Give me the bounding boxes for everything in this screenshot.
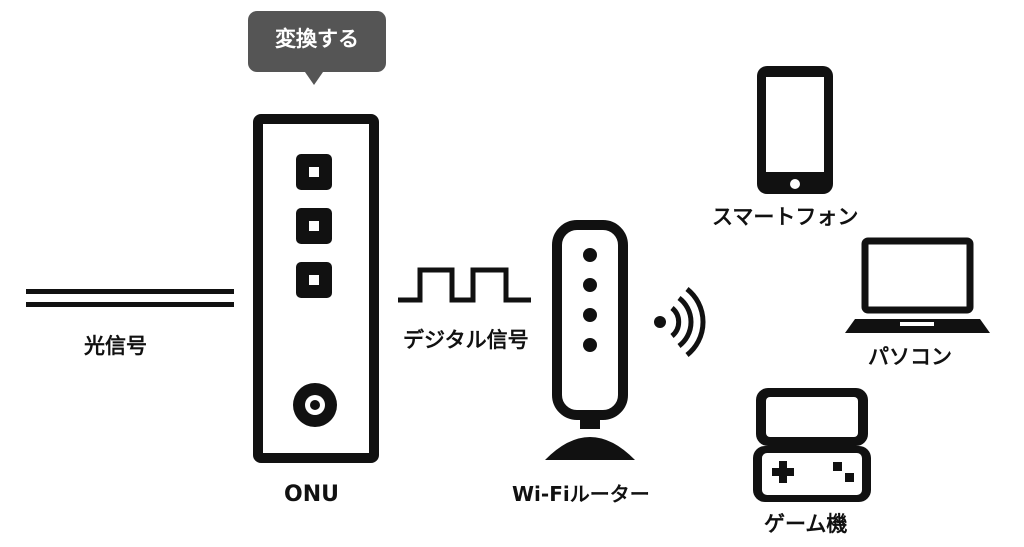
callout-tail — [305, 72, 323, 85]
router-lamp-1 — [583, 248, 597, 262]
wireless-signal-icon — [654, 287, 706, 357]
digital-signal-label: デジタル信号 — [403, 328, 529, 352]
router-label: Wi-Fiルーター — [512, 482, 650, 506]
optical-fiber-lines — [26, 289, 234, 307]
callout-box — [248, 11, 386, 72]
callout-label: 変換する — [275, 27, 359, 51]
router-lamp-4 — [583, 338, 597, 352]
convert-callout: 変換する — [248, 11, 386, 86]
digital-signal-wave-icon — [398, 267, 531, 303]
game-console-icon — [753, 388, 871, 502]
fiber-line-lower — [26, 302, 234, 307]
pc-label: パソコン — [868, 345, 952, 369]
smartphone-icon — [757, 66, 833, 194]
router-neck — [580, 415, 600, 429]
router-stand — [545, 437, 635, 460]
smartphone-label: スマートフォン — [712, 205, 859, 229]
laptop-icon — [845, 237, 990, 333]
onu-port-icon — [293, 383, 337, 427]
game-console-label: ゲーム機 — [764, 512, 848, 536]
optical-signal-label: 光信号 — [84, 334, 147, 358]
onu-label: ONU — [284, 482, 339, 507]
onu-indicator-lamps — [296, 154, 332, 298]
wifi-router-icon — [545, 220, 635, 460]
fiber-line-upper — [26, 289, 234, 294]
onu-device-icon — [253, 114, 379, 463]
router-lamp-3 — [583, 308, 597, 322]
router-lamp-2 — [583, 278, 597, 292]
